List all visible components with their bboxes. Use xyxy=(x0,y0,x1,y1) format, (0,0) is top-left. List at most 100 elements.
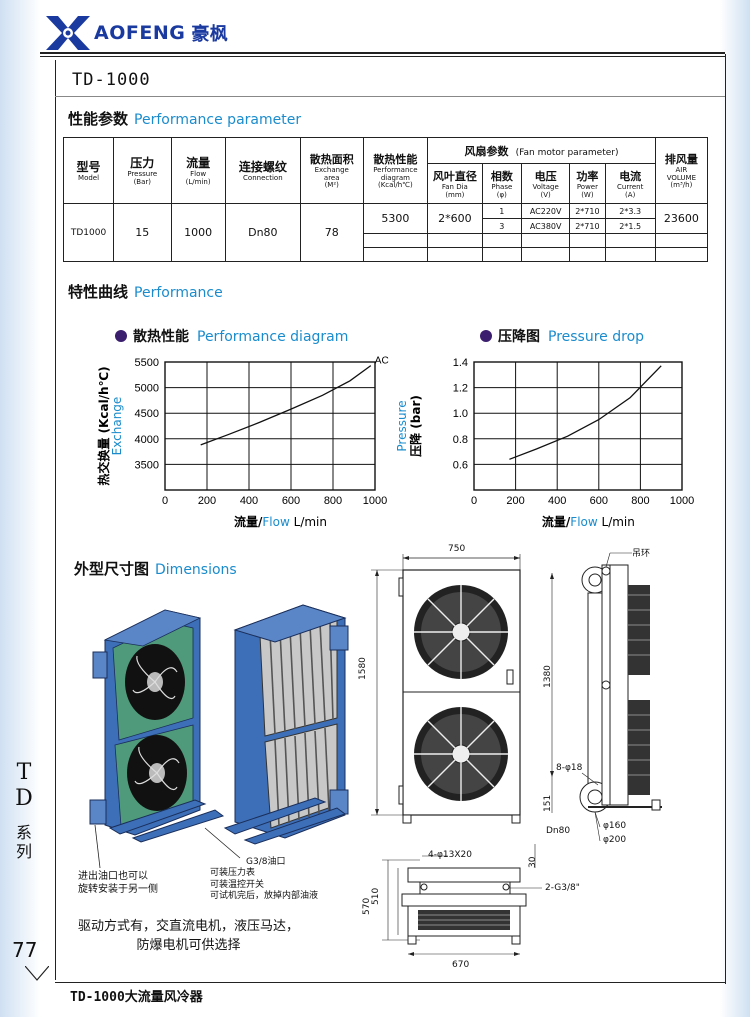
y-tick-label: 5500 xyxy=(135,357,159,369)
page-corner-mark xyxy=(25,966,49,981)
footer-title: TD-1000大流量风冷器 xyxy=(70,990,203,1005)
dim-670: 670 xyxy=(452,960,470,970)
label-bolt-holes: 8-φ18 xyxy=(556,763,583,773)
note-inlet-rotate: 进出油口也可以旋转安装于另一侧 xyxy=(78,871,158,895)
x-tick-label: 600 xyxy=(282,495,300,507)
cell-exchange-area: 78 xyxy=(299,203,364,262)
cell-pressure: 15 xyxy=(113,203,172,262)
dim-height-151: 151 xyxy=(543,794,553,812)
frame-left xyxy=(55,60,56,980)
model-title: TD-1000 xyxy=(72,70,151,90)
label-dia-200: φ200 xyxy=(603,835,627,845)
label-g38: 2-G3/8" xyxy=(545,883,580,893)
series-label: AC xyxy=(375,356,389,367)
cell-air-volume: 23600 xyxy=(654,203,709,234)
model-title-rule xyxy=(55,96,725,97)
leader-lines-2 xyxy=(94,824,101,869)
cell-model: TD1000 xyxy=(62,203,115,262)
cooler-3d-views xyxy=(89,604,349,845)
y-tick-label: 5000 xyxy=(135,383,159,395)
section-performance-parameter: 性能参数 Performance parameter xyxy=(68,108,301,129)
x-tick-label: 800 xyxy=(324,495,342,507)
y-tick-label: 1.0 xyxy=(453,408,468,420)
y-axis-label-en: Pressure xyxy=(395,400,409,451)
side-elevation xyxy=(550,552,662,842)
y-axis-label-cn: 热交换量 (Kcal/h℃) xyxy=(96,366,111,485)
label-dn80: Dn80 xyxy=(546,826,571,836)
series-line xyxy=(509,365,662,460)
leader-lines xyxy=(204,827,241,859)
frame-bottom xyxy=(55,982,725,983)
cell-fan-dia: 2*600 xyxy=(427,203,483,234)
brand-logo: AOFENG 豪枫 xyxy=(44,14,228,52)
bullet-icon xyxy=(480,330,492,342)
plan-view xyxy=(382,844,542,956)
series-line xyxy=(200,365,372,446)
y-axis-label-cn: 压降 (bar) xyxy=(408,395,423,457)
front-elevation xyxy=(371,554,521,824)
cell-current-1: 2*3.3 xyxy=(604,203,656,219)
plot-frame xyxy=(473,361,683,491)
x-tick-label: 200 xyxy=(506,495,524,507)
dim-width-750: 750 xyxy=(448,544,466,554)
haofeng-logo-icon xyxy=(46,16,90,50)
brand-name: AOFENG xyxy=(94,22,186,44)
frame-right xyxy=(725,54,726,984)
th-fan-group: 风扇参数 (Fan motor parameter) xyxy=(427,137,656,164)
dim-height-1380: 1380 xyxy=(543,665,553,688)
y-tick-label: 1.4 xyxy=(453,357,468,369)
x-tick-label: 400 xyxy=(548,495,566,507)
y-axis-label-en: Exchange xyxy=(110,397,124,456)
header-rule-thin xyxy=(40,56,725,57)
x-axis-label: 流量/Flow L/min xyxy=(234,514,327,529)
x-tick-label: 0 xyxy=(471,495,477,507)
page-number: 77 xyxy=(12,938,38,962)
x-tick-label: 1000 xyxy=(363,495,387,507)
plot-frame xyxy=(164,361,376,491)
x-tick-label: 600 xyxy=(590,495,608,507)
dim-height-1580: 1580 xyxy=(358,657,368,680)
y-tick-label: 4000 xyxy=(135,434,159,446)
cell-flow: 1000 xyxy=(170,203,226,262)
cell-power-2: 2*710 xyxy=(569,218,606,234)
section-title-en: Performance parameter xyxy=(134,112,302,128)
cooler-front-view xyxy=(89,609,225,843)
note-g38-port: G3/8油口可装压力表可装温控开关可试机完后，放掉内部油液 xyxy=(210,857,319,901)
cell-power-1: 2*710 xyxy=(569,203,606,219)
brand-name-cn: 豪枫 xyxy=(191,24,229,45)
cell-current-2: 2*1.5 xyxy=(604,218,656,234)
label-holes: 4-φ13X20 xyxy=(428,850,472,860)
label-lifting-ring: 吊环 xyxy=(632,549,651,559)
note-drive: 驱动方式有，交直流电机，液压马达，防爆电机可供选择 xyxy=(78,919,300,953)
x-tick-label: 200 xyxy=(198,495,216,507)
cooler-rear-view xyxy=(223,604,349,845)
x-tick-label: 0 xyxy=(162,495,168,507)
x-axis-label: 流量/Flow L/min xyxy=(542,514,635,529)
y-tick-label: 1.2 xyxy=(453,383,468,395)
y-tick-label: 3500 xyxy=(135,459,159,471)
header-rule xyxy=(40,52,725,54)
label-dia-160: φ160 xyxy=(603,821,627,831)
dim-30: 30 xyxy=(528,856,538,868)
cell-phase-1: 1 xyxy=(481,203,523,219)
x-tick-label: 800 xyxy=(631,495,649,507)
section-title-cn: 性能参数 xyxy=(68,110,129,128)
y-tick-label: 0.8 xyxy=(453,434,468,446)
cell-performance: 5300 xyxy=(362,203,429,234)
